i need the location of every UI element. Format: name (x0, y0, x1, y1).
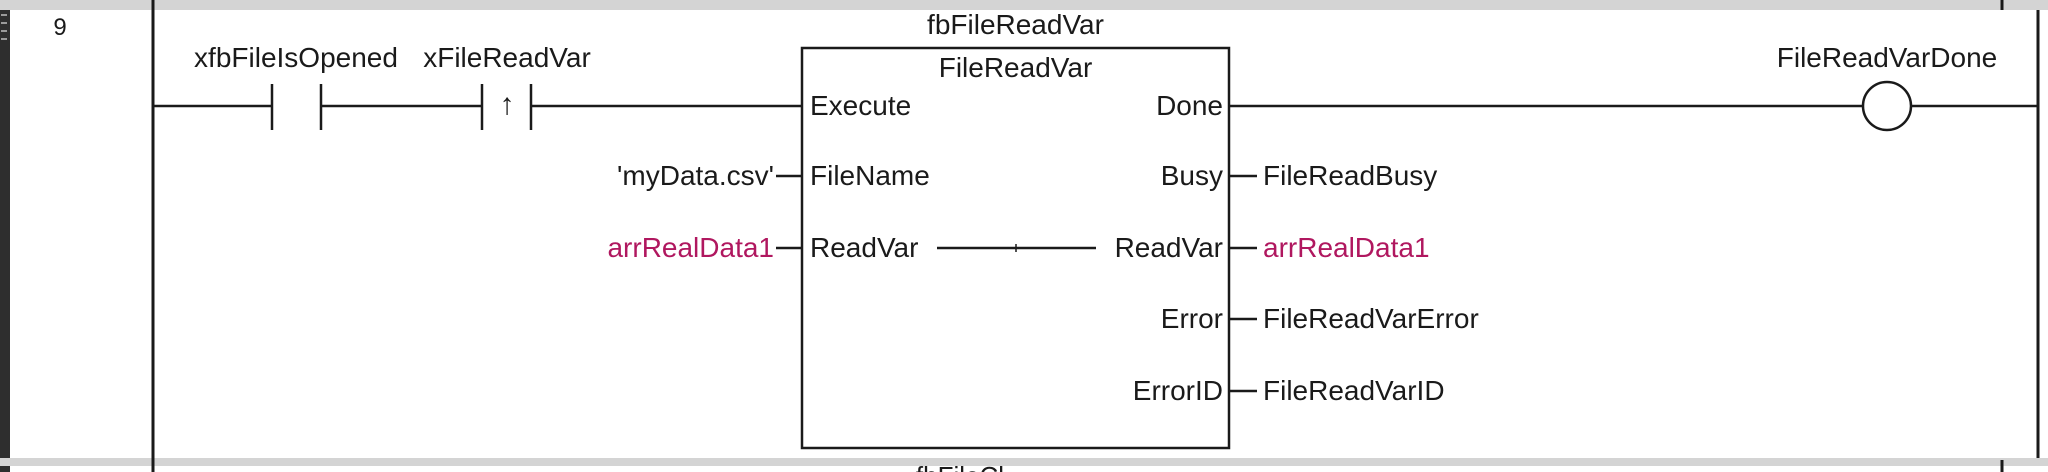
coil-FileReadVarDone[interactable] (1861, 80, 1913, 132)
function-block-type: FileReadVar (938, 52, 1093, 83)
rung-separator-top (0, 0, 2048, 10)
gutter-marker (1, 14, 7, 16)
output-variable-busy[interactable]: FileReadBusy (1263, 160, 1438, 191)
rising-edge-arrow-icon: ↑ (499, 88, 515, 121)
input-pin-readvar: ReadVar (810, 232, 919, 263)
input-pin-filename: FileName (810, 160, 930, 191)
gutter-marker (1, 38, 7, 40)
gutter-marker (1, 30, 7, 32)
gutter-marker (1, 22, 7, 24)
contact-label[interactable]: xfbFileIsOpened (194, 42, 398, 73)
input-variable-readvar[interactable]: arrRealData1 (607, 232, 774, 263)
editor-gutter (0, 0, 10, 472)
function-block-instance-name[interactable]: fbFileReadVar (927, 9, 1104, 40)
output-variable-errorid[interactable]: FileReadVarID (1263, 375, 1445, 406)
contact-label[interactable]: xFileReadVar (423, 42, 591, 73)
rung-number: 9 (53, 14, 67, 41)
output-pin-errorid: ErrorID (1132, 375, 1223, 406)
next-rung-instance-name: fbFileCl (860, 460, 1060, 472)
output-pin-readvar: ReadVar (1114, 232, 1223, 263)
input-pin-execute: Execute (810, 90, 912, 121)
output-pin-done: Done (1156, 90, 1223, 121)
output-variable-readvar[interactable]: arrRealData1 (1263, 232, 1430, 263)
coil-label[interactable]: FileReadVarDone (1776, 42, 1998, 73)
input-variable-filename[interactable]: 'myData.csv' (617, 160, 774, 191)
rung-separator-bottom (0, 458, 2048, 466)
output-pin-error: Error (1160, 303, 1223, 334)
output-pin-busy: Busy (1160, 160, 1223, 191)
output-variable-error[interactable]: FileReadVarError (1263, 303, 1479, 334)
